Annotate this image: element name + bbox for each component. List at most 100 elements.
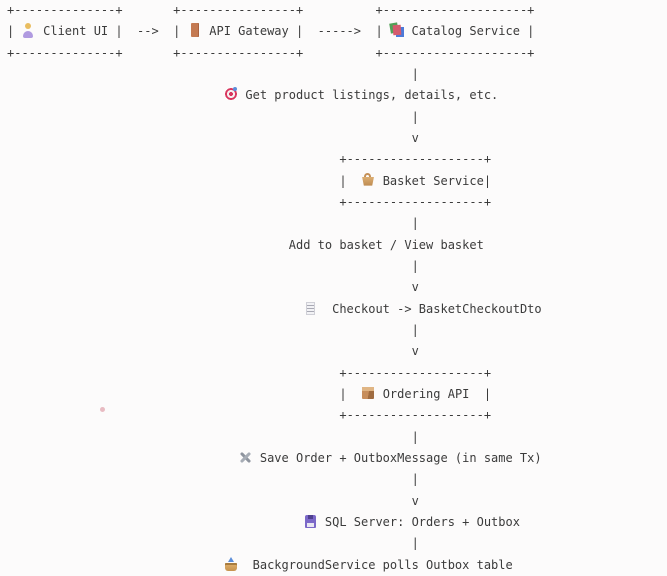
- top-row-services: | Client UI | --> | API Gateway | ----->…: [7, 21, 667, 42]
- spacer: [7, 216, 412, 230]
- ascii-text: Catalog Service |: [404, 24, 535, 39]
- spacer: [7, 451, 238, 465]
- ascii-text: Get product listings, details, etc.: [238, 88, 499, 103]
- ascii-text: v: [411, 493, 419, 508]
- ascii-text: Basket Service|: [375, 173, 492, 188]
- spacer: [7, 558, 224, 572]
- spacer: [7, 387, 339, 401]
- flow-pipe: |: [7, 213, 667, 234]
- ascii-text: |: [411, 258, 419, 273]
- spacer: [123, 3, 174, 17]
- annotation-add-to-basket: Add to basket / View basket: [7, 235, 667, 256]
- ascii-text: +-------------------+: [339, 152, 492, 167]
- ascii-text: |: [411, 472, 419, 487]
- ascii-text: |: [411, 536, 419, 551]
- spacer: [7, 280, 412, 294]
- flow-arrowhead: v: [7, 341, 667, 362]
- spacer: [7, 536, 412, 550]
- flow-pipe: |: [7, 469, 667, 490]
- basket-box-label: | Basket Service|: [7, 171, 667, 192]
- ascii-text: Add to basket / View basket: [288, 237, 484, 252]
- spacer: [7, 472, 412, 486]
- spacer: [303, 3, 375, 17]
- spacer: [7, 344, 412, 358]
- ascii-text: +-------------------+: [339, 408, 492, 423]
- spacer: [7, 302, 303, 316]
- flow-arrowhead: v: [7, 277, 667, 298]
- flow-arrowhead: v: [7, 128, 667, 149]
- ascii-text: +--------------+: [7, 45, 123, 60]
- ascii-text: |: [411, 216, 419, 231]
- ascii-text: |: [411, 66, 419, 81]
- books-icon: [389, 23, 405, 39]
- ascii-text: +----------------+: [173, 3, 304, 17]
- package-icon: [361, 386, 375, 401]
- ascii-text: API Gateway | -----> |: [202, 24, 390, 39]
- ordering-box-border-top: +-------------------+: [7, 363, 667, 384]
- stray-dot: [100, 407, 105, 412]
- outbox-icon: [224, 556, 238, 572]
- spacer: [7, 152, 339, 166]
- ascii-text: |: [339, 386, 362, 401]
- ascii-text: v: [411, 130, 419, 145]
- spacer: [7, 195, 339, 209]
- basket-box-border-bottom: +-------------------+: [7, 192, 667, 213]
- spacer: [7, 259, 412, 273]
- ascii-text: |: [411, 322, 419, 337]
- spacer: [7, 131, 412, 145]
- flow-pipe: |: [7, 427, 667, 448]
- ordering-box-label: | Ordering API |: [7, 384, 667, 405]
- door-icon: [188, 23, 202, 38]
- ascii-text: BackgroundService polls Outbox table: [238, 557, 513, 572]
- flow-pipe: |: [7, 107, 667, 128]
- ascii-text: +-------------------+: [339, 365, 492, 380]
- spacer: [7, 110, 412, 124]
- person-icon: [21, 23, 35, 39]
- spacer: [123, 46, 174, 60]
- ascii-text: |: [411, 109, 419, 124]
- ascii-text: Client UI | --> |: [35, 24, 188, 39]
- receipt-icon: [303, 301, 317, 316]
- ascii-text: +--------------------+: [375, 3, 535, 17]
- target-icon: [224, 87, 238, 102]
- ascii-text: Checkout -> BasketCheckoutDto: [317, 301, 542, 316]
- annotation-get-products: Get product listings, details, etc.: [7, 85, 667, 106]
- spacer: [7, 323, 412, 337]
- ascii-text: +--------------------+: [375, 45, 535, 60]
- flow-pipe: |: [7, 256, 667, 277]
- ascii-text: +----------------+: [173, 45, 304, 60]
- ascii-text: Ordering API |: [375, 386, 492, 401]
- ascii-text: |: [411, 429, 419, 444]
- ordering-box-border-bottom: +-------------------+: [7, 405, 667, 426]
- spacer: [7, 88, 224, 102]
- annotation-sql-server: SQL Server: Orders + Outbox: [7, 512, 667, 533]
- spacer: [7, 408, 339, 422]
- annotation-save-order: Save Order + OutboxMessage (in same Tx): [7, 448, 667, 469]
- ascii-text: |: [7, 24, 22, 39]
- flow-pipe: |: [7, 533, 667, 554]
- spacer: [7, 366, 339, 380]
- ascii-text: v: [411, 280, 419, 295]
- ascii-text: +--------------+: [7, 3, 123, 17]
- spacer: [7, 238, 289, 252]
- top-row-border-top: +--------------+ +----------------+ +---…: [7, 0, 667, 21]
- spacer: [7, 430, 412, 444]
- tools-icon: [238, 450, 252, 465]
- flow-pipe: |: [7, 64, 667, 85]
- spacer: [7, 515, 303, 529]
- spacer: [7, 174, 339, 188]
- spacer: [7, 494, 412, 508]
- spacer: [7, 67, 412, 81]
- basket-icon: [361, 172, 375, 188]
- ascii-text: |: [339, 173, 362, 188]
- annotation-checkout: Checkout -> BasketCheckoutDto: [7, 299, 667, 320]
- floppy-icon: [303, 514, 317, 529]
- ascii-text: +-------------------+: [339, 194, 492, 209]
- flow-arrowhead: v: [7, 491, 667, 512]
- ascii-text: Save Order + OutboxMessage (in same Tx): [252, 450, 542, 465]
- ascii-text: v: [411, 344, 419, 359]
- basket-box-border-top: +-------------------+: [7, 149, 667, 170]
- spacer: [303, 46, 375, 60]
- top-row-border-bottom: +--------------+ +----------------+ +---…: [7, 43, 667, 64]
